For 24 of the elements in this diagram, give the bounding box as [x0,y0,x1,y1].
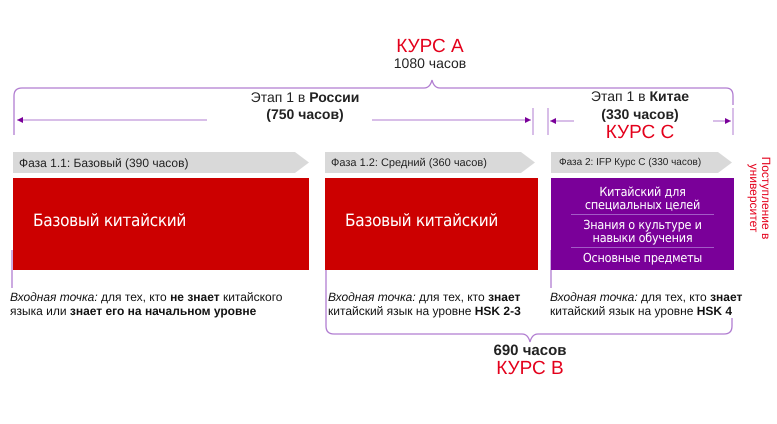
course-topic: Знания о культуре и навыки обучения [571,214,714,246]
phase-banner: Фаза 1.1: Базовый (390 часов) [13,152,309,173]
text-label: 690 часов [492,343,568,360]
text-label: (750 часов) [265,107,345,122]
text-label: Этап 1 в Китае [590,89,690,104]
course-box [551,178,734,270]
text-label: (330 часов) [600,107,680,122]
vertical-label: Поступление в университет [748,156,772,242]
entry-note: Входная точка: для тех, кто не знает китайского языка или знает его на начальном уровне [10,290,284,318]
text-label: Этап 1 в России [250,90,360,106]
text-label: 1080 часов [392,56,468,72]
course-topic: Основные предметы [571,246,714,266]
course-box [325,178,538,270]
text-label: КУРС С [604,123,676,144]
entry-note: Входная точка: для тех, кто знает китайский язык на уровне HSK 4 [550,290,744,318]
phase-banner: Фаза 2: IFP Курс С (330 часов) [551,152,732,173]
phase-banner: Фаза 1.2: Средний (360 часов) [325,152,535,173]
course-topic: Китайский для специальных целей [584,182,702,214]
entry-note: Входная точка: для тех, кто знает китайский язык на уровне HSK 2-3 [328,290,522,318]
course-box [13,178,309,270]
course-title: Базовый китайский [32,211,188,233]
text-label: КУРС А [395,37,465,58]
text-label: КУРС В [495,359,565,380]
course-title: Базовый китайский [344,211,500,233]
